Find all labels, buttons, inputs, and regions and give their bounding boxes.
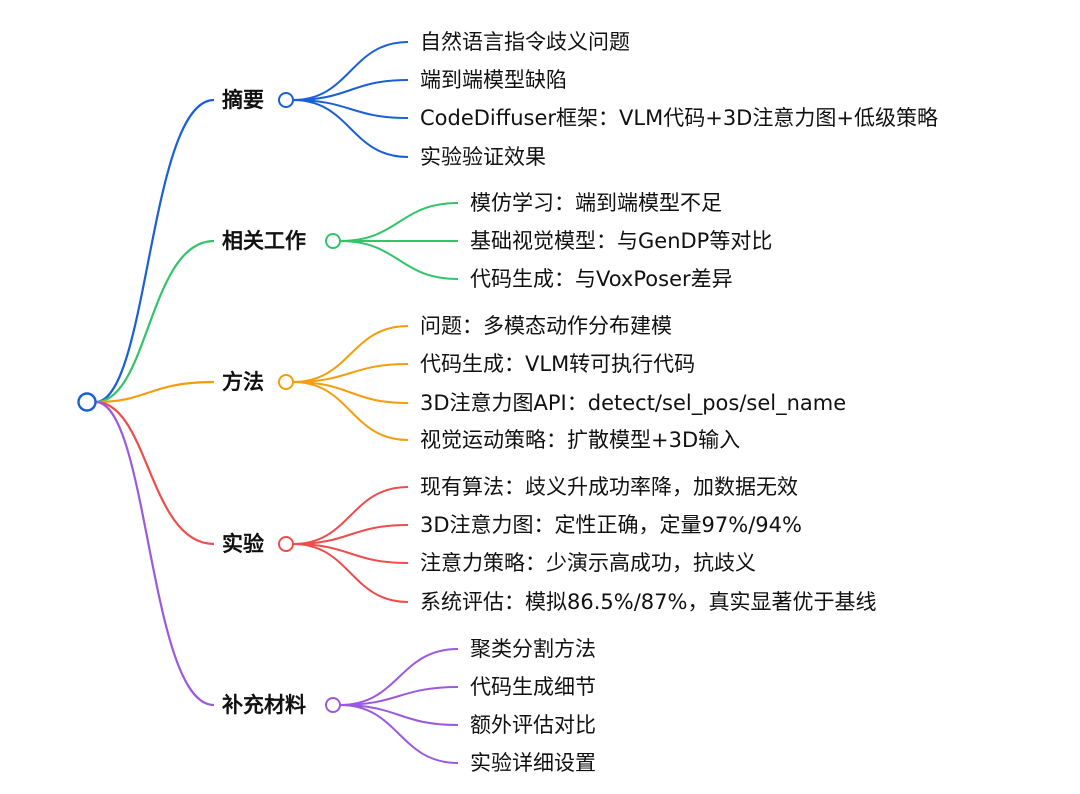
leaf-label: 问题：多模态动作分布建模 (420, 314, 672, 338)
leaf-label: 代码生成细节 (470, 675, 596, 699)
branch-label: 摘要 (222, 88, 264, 112)
branch-node-circle (325, 233, 341, 249)
branch-leaf-connector (339, 648, 459, 706)
leaf-label: 3D注意力图：定性正确，定量97%/94% (420, 513, 802, 537)
branch-leaf-connector (292, 363, 409, 383)
branch-leaf-connector (339, 202, 459, 242)
leaf-label: 额外评估对比 (470, 713, 596, 737)
leaf-label: 基础视觉模型：与GenDP等对比 (470, 229, 772, 253)
branch-leaf-connector (339, 704, 459, 764)
leaf-label: 代码生成：VLM转可执行代码 (420, 352, 695, 376)
root-branch-connector (95, 400, 215, 546)
branch-leaf-connector (292, 79, 409, 101)
leaf-label: 现有算法：歧义升成功率降，加数据无效 (420, 475, 798, 499)
leaf-label: 代码生成：与VoxPoser差异 (470, 267, 733, 291)
root-branch-connector (95, 239, 215, 404)
leaf-label: 系统评估：模拟86.5%/87%，真实显著优于基线 (420, 590, 876, 614)
branch-node-circle (278, 536, 294, 552)
leaf-label: CodeDiffuser框架：VLM代码+3D注意力图+低级策略 (420, 106, 938, 130)
branch-leaf-connector (292, 524, 409, 545)
leaf-label: 模仿学习：端到端模型不足 (470, 191, 722, 215)
branch-leaf-connector (339, 240, 459, 280)
branch-node-circle (278, 92, 294, 108)
root-branch-connector (95, 380, 215, 404)
leaf-label: 3D注意力图API：detect/sel_pos/sel_name (420, 391, 846, 416)
branch-leaf-connector (339, 686, 459, 706)
leaf-label: 实验详细设置 (470, 751, 596, 775)
branch-leaf-connector (292, 41, 409, 101)
branch-label: 相关工作 (222, 229, 306, 253)
branch-leaf-connector (292, 486, 409, 545)
leaf-label: 端到端模型缺陷 (420, 68, 567, 92)
root-node-circle (77, 392, 97, 412)
branch-node-circle (325, 697, 341, 713)
leaf-label: 视觉运动策略：扩散模型+3D输入 (420, 428, 740, 452)
branch-label: 实验 (222, 532, 264, 556)
branch-leaf-connector (292, 325, 409, 383)
branch-leaf-connector (339, 704, 459, 726)
branch-leaf-connector (292, 381, 409, 404)
branch-leaf-connector (292, 99, 409, 119)
branch-leaf-connector (292, 381, 409, 441)
leaf-label: 自然语言指令歧义问题 (420, 30, 630, 54)
root-branch-connector (95, 400, 215, 707)
root-branch-connector (95, 98, 215, 404)
branch-label: 方法 (222, 370, 264, 394)
leaf-label: 注意力策略：少演示高成功，抗歧义 (420, 551, 756, 575)
branch-node-circle (278, 374, 294, 390)
leaf-label: 聚类分割方法 (470, 637, 596, 661)
branch-leaf-connector (292, 543, 409, 564)
branch-leaf-connector (292, 543, 409, 603)
connector-layer (95, 41, 459, 764)
branch-label: 补充材料 (221, 693, 306, 717)
leaf-label: 实验验证效果 (420, 145, 546, 169)
branch-leaf-connector (292, 99, 409, 158)
